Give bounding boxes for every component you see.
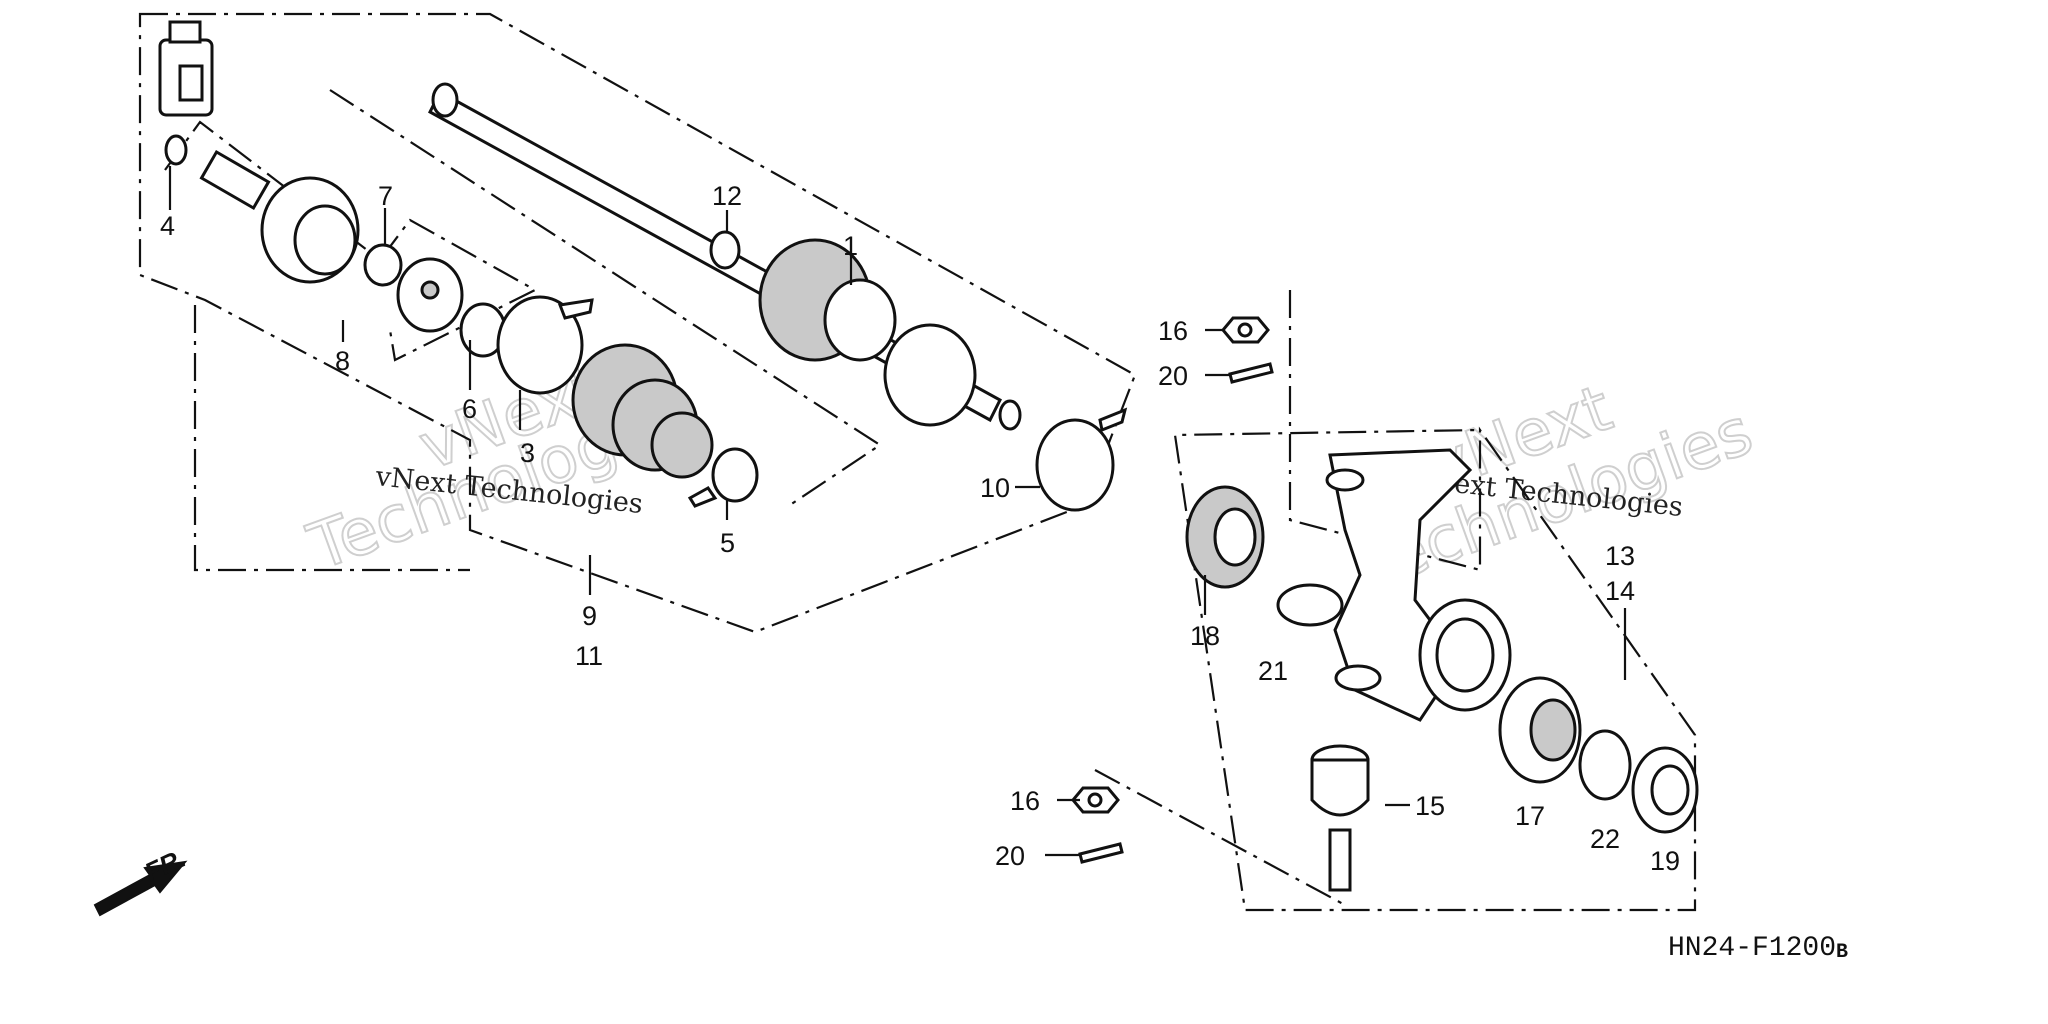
boot-band-part-10 bbox=[1035, 407, 1128, 512]
callout-labels: 4 7 8 6 3 5 9 11 12 1 10 16 20 18 21 13 … bbox=[160, 181, 1680, 876]
joint-cage bbox=[396, 257, 464, 333]
cage-ball bbox=[420, 280, 440, 300]
callout-14: 14 bbox=[1605, 576, 1635, 606]
seal-19-inner bbox=[1650, 764, 1690, 816]
callout-11: 11 bbox=[575, 641, 603, 671]
boot-band-part-5 bbox=[687, 447, 759, 508]
callout-8: 8 bbox=[335, 346, 350, 376]
balljoint-outline bbox=[1094, 769, 1346, 906]
knuckle-upper-eye bbox=[1325, 468, 1365, 492]
oil-seal-part-19 bbox=[1631, 746, 1699, 834]
shaft-joint-outer bbox=[883, 323, 977, 427]
bearing-inner bbox=[1529, 698, 1577, 762]
o-ring-part-4 bbox=[164, 134, 188, 166]
callout-18: 18 bbox=[1190, 621, 1220, 651]
oil-seal-part-18 bbox=[1185, 485, 1265, 589]
callout-22: 22 bbox=[1590, 824, 1620, 854]
front-direction-indicator: FR. bbox=[93, 843, 191, 917]
front-arrow-icon bbox=[93, 860, 188, 917]
small-band-tail bbox=[687, 486, 718, 508]
knuckle-hub-inner bbox=[1435, 617, 1495, 693]
callout-17: 17 bbox=[1515, 801, 1545, 831]
callout-20-bottom: 20 bbox=[995, 841, 1025, 871]
callout-16-top: 16 bbox=[1158, 316, 1188, 346]
castle-nut-part-16-bottom bbox=[1071, 786, 1120, 814]
outboard-joint-part-8 bbox=[199, 149, 360, 284]
driveshaft-assembly-outline bbox=[138, 12, 1137, 634]
callout-1: 1 bbox=[843, 231, 858, 261]
callout-6: 6 bbox=[462, 394, 477, 424]
callout-12: 12 bbox=[712, 181, 742, 211]
castle-nut-part-16-top bbox=[1221, 316, 1270, 344]
seal-18-inner bbox=[1213, 507, 1257, 567]
callout-5: 5 bbox=[720, 528, 735, 558]
callout-7: 7 bbox=[378, 181, 393, 211]
figure-code: HN24-F1200 B bbox=[1668, 933, 1848, 964]
callout-16-bottom: 16 bbox=[1010, 786, 1040, 816]
shaft-end bbox=[998, 399, 1022, 431]
grease-bottle-label bbox=[178, 64, 204, 102]
callout-10: 10 bbox=[980, 473, 1010, 503]
figure-code-text: HN24-F1200 bbox=[1668, 933, 1836, 964]
small-band-ring bbox=[711, 447, 759, 503]
callout-3: 3 bbox=[520, 438, 535, 468]
shaft-boot-band bbox=[823, 278, 897, 362]
cotter-pin-part-20-bottom bbox=[1078, 842, 1124, 864]
cotter-pin-part-20-top bbox=[1228, 362, 1274, 384]
leader-lines bbox=[168, 166, 1627, 857]
callout-9: 9 bbox=[582, 601, 597, 631]
callout-13: 13 bbox=[1605, 541, 1635, 571]
snap-ring-part-22 bbox=[1578, 729, 1632, 801]
band-10-tail bbox=[1098, 407, 1128, 433]
ball-joint-stud bbox=[1328, 828, 1352, 892]
knuckle-lower-eye bbox=[1334, 664, 1382, 692]
driveshaft-subgroup-outline bbox=[193, 305, 470, 572]
figure-code-suffix: B bbox=[1836, 941, 1848, 964]
grease-bottle-cap bbox=[168, 20, 202, 44]
boot-fold-2 bbox=[650, 411, 714, 479]
ball-joint-part-15 bbox=[1310, 744, 1370, 892]
knuckle-part-13-14 bbox=[1325, 448, 1512, 722]
boot-subgroup-outline bbox=[329, 89, 883, 506]
snap-ring-part-21 bbox=[1276, 583, 1344, 627]
boot-part-2 bbox=[571, 343, 714, 479]
band-10-ring bbox=[1035, 418, 1115, 512]
ball-joint-housing bbox=[1310, 758, 1370, 817]
shaft-end-spline bbox=[431, 82, 459, 118]
nut-hole bbox=[1237, 322, 1253, 338]
joint-subgroup-outline bbox=[164, 120, 538, 362]
band-tail bbox=[557, 298, 594, 320]
circlip-part-7 bbox=[363, 243, 403, 287]
grease-bottle bbox=[158, 20, 214, 117]
joint-spline bbox=[199, 149, 271, 211]
callout-21: 21 bbox=[1258, 656, 1288, 686]
nut-hole bbox=[1087, 792, 1103, 808]
callout-15: 15 bbox=[1415, 791, 1445, 821]
callout-4: 4 bbox=[160, 211, 175, 241]
bearing-part-17 bbox=[1498, 676, 1582, 784]
callout-19: 19 bbox=[1650, 846, 1680, 876]
boot-band-part-3 bbox=[496, 295, 594, 395]
joint-bore bbox=[293, 204, 357, 276]
band-ring bbox=[496, 295, 584, 395]
clip-part-12 bbox=[709, 230, 741, 270]
callout-20-top: 20 bbox=[1158, 361, 1188, 391]
